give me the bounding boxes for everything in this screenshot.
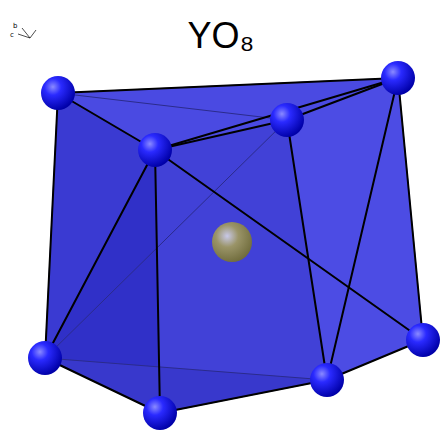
diagram-title: YO₈ <box>0 16 442 56</box>
axis-label: b <box>13 22 17 30</box>
axis-label: c <box>10 31 14 39</box>
